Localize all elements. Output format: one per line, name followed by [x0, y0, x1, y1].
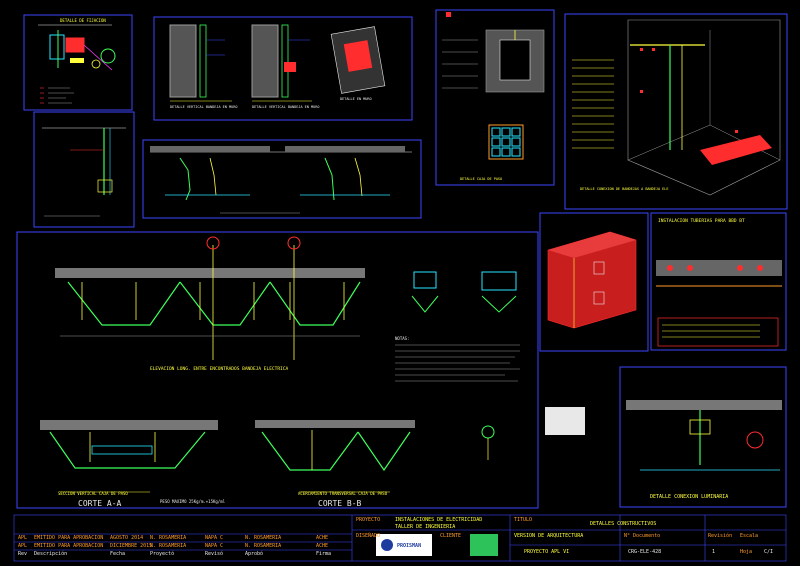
fixation-detail — [38, 24, 116, 104]
titleblock-grid — [13, 514, 787, 562]
tb-row-1-chk: NAPA C — [205, 535, 224, 541]
red-iso-box — [547, 231, 637, 329]
tb-doc-value: CRG-ELE-428 — [628, 549, 662, 555]
tb-row-1-firma: ACHE — [316, 535, 329, 541]
corte-bb — [255, 420, 495, 493]
frame-isometric — [564, 13, 788, 210]
tb-row-2-rev: APL — [18, 543, 28, 549]
panel-frames — [16, 9, 788, 509]
tb-rev-value: 1 — [712, 549, 716, 555]
tb-row-2-firma: ACHE — [316, 543, 329, 549]
label-peso: PESO MAXIMO 25Kg/m.+15Kg/ml — [160, 499, 226, 504]
corte-aa — [40, 420, 218, 493]
frame-left-mid — [33, 111, 135, 228]
tb-row-2-by: N. ROSAMERIA — [150, 543, 187, 549]
box-detail — [442, 12, 545, 160]
frame-wall-details — [153, 16, 413, 121]
label-iso: DETALLE CONEXION DE BANDEJAS A BANDEJA E… — [580, 187, 669, 191]
tb-row-3-apr: Aprobó — [245, 551, 264, 557]
tb-logo-text: PROISMAN — [397, 543, 422, 549]
tb-disenado: DISEÑADO — [356, 533, 381, 539]
label-panel-recess: DETALLE EN MURO — [340, 97, 372, 101]
frame-fixation — [23, 14, 133, 111]
tb-rev-label: Revisión — [708, 533, 733, 539]
left-mid-detail — [42, 127, 126, 217]
tuberia-panel — [656, 260, 782, 347]
tb-cliente-label: CLIENTE — [440, 533, 462, 539]
label-fixation: DETALLE DE FIJACION — [60, 18, 106, 23]
tb-row-3-rev: Rev — [18, 551, 28, 557]
frame-luminaria — [619, 366, 787, 508]
tb-row-2-apr: N. ROSAMERIA — [245, 543, 282, 549]
tb-proyecto-label: PROYECTO — [356, 517, 381, 523]
tb-row-1-desc: EMITIDO PARA APROBACION — [34, 535, 104, 541]
tb-row-1-by: N. ROSAMERIA — [150, 535, 187, 541]
tb-row-2-fecha: DICIEMBRE 2015 — [110, 543, 153, 549]
tb-proyecto-sub: TALLER DE INGENIERIA — [395, 524, 456, 530]
label-corte-bb: CORTE B-B — [318, 499, 362, 508]
client-logo — [470, 534, 498, 556]
frame-section-strip — [142, 139, 422, 219]
luminaria-detail — [545, 400, 782, 471]
tb-row-2-desc: EMITIDO PARA APROBACION — [34, 543, 104, 549]
proisman-logo-box — [376, 534, 432, 556]
label-section-box: DETALLE CAJA DE PASO — [460, 177, 502, 181]
tb-hoja-value: C/I — [764, 549, 774, 555]
label-corte-aa: CORTE A-A — [78, 499, 122, 508]
section-strip — [150, 146, 412, 214]
tb-proyecto-value: INSTALACIONES DE ELECTRICIDAD — [395, 517, 483, 523]
tb-titulo-value: DETALLES CONSTRUCTIVOS — [590, 521, 657, 527]
tb-doc-label: N° Documento — [624, 533, 661, 539]
isometric-room — [572, 19, 781, 196]
tb-row-1-apr: N. ROSAMERIA — [245, 535, 282, 541]
label-corte-bb-sub: ACERCAMIENTO TRANSVERSAL CAJA DE PASO — [298, 491, 388, 496]
label-corte-aa-sub: SECCION VERTICAL CAJA DE PASO — [58, 491, 128, 496]
frame-red-iso — [539, 212, 649, 352]
wall-details — [169, 24, 386, 102]
frame-tray-main — [16, 231, 539, 509]
label-wall-mid: DETALLE VERTICAL BANDEJA EN MURO — [252, 105, 319, 109]
tb-row-1-fecha: AGOSTO 2014 — [110, 535, 144, 541]
tb-row-1-rev: APL — [18, 535, 28, 541]
tb-row-3-chk: Revisó — [205, 551, 224, 557]
tb-row-3-fecha: Fecha — [110, 551, 126, 557]
tb-titulo-label: TITULO — [514, 517, 533, 523]
tb-hoja-label: Hoja — [740, 549, 753, 555]
tb-row-3-by: Proyectó — [150, 551, 175, 557]
tb-row-3-desc: Descripción — [34, 551, 68, 557]
label-wall-left: DETALLE VERTICAL BANDEJA EN MURO — [170, 105, 237, 109]
tb-row-2-chk: NAPA C — [205, 543, 224, 549]
frame-tuberia — [650, 212, 787, 351]
tb-version: VERSION DE ARQUITECTURA — [514, 533, 584, 539]
logo-icon — [381, 539, 393, 551]
tb-escala-label: Escala — [740, 533, 759, 539]
tray-elevation — [55, 236, 520, 382]
label-notes: NOTAS: — [395, 336, 409, 341]
frame-box-detail — [435, 9, 555, 186]
label-tray: ELEVACION LONG. ENTRE ENCONTRADOS BANDEJ… — [150, 366, 288, 372]
tb-row-3-firma: Firma — [316, 551, 332, 557]
label-luminaria: DETALLE CONEXION LUMINARIA — [650, 494, 728, 500]
label-tuberia: INSTALACION TUBERIAS PARA BBD BT — [658, 218, 745, 224]
tb-proyecto-code: PROYECTO APL VI — [524, 549, 570, 555]
